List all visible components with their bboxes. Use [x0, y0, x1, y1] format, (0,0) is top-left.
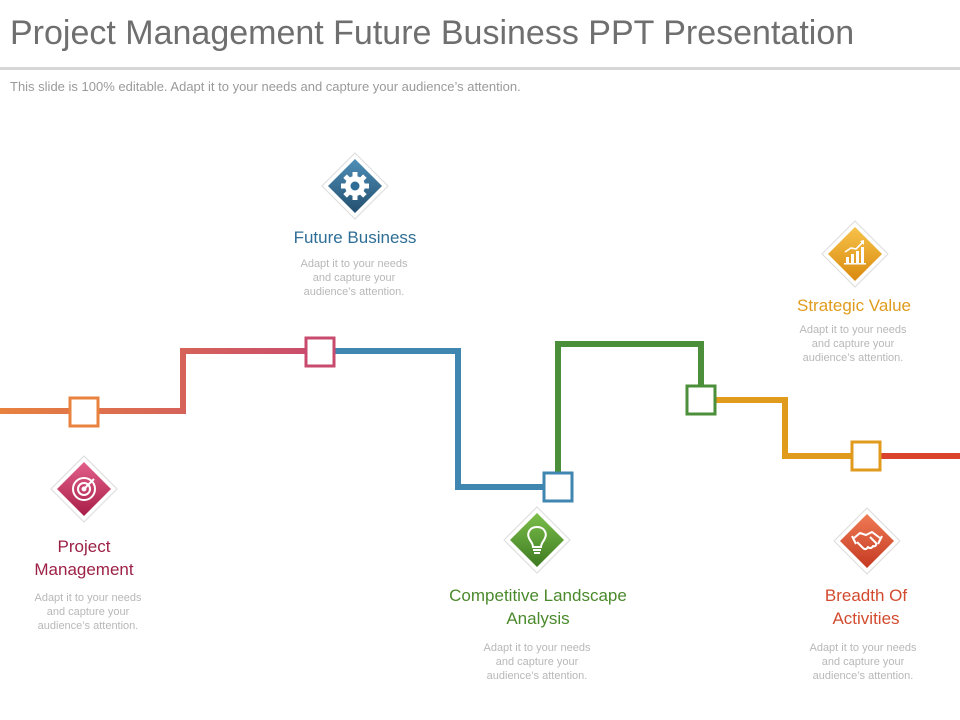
- lightbulb-icon: [527, 525, 547, 554]
- competitive-landscape-icon-badge: [502, 505, 572, 575]
- strategic-value-title: Strategic Value: [796, 296, 912, 315]
- breadth-of-activities-icon-badge: [832, 506, 902, 576]
- gear-icon: [341, 172, 369, 200]
- growth-chart-icon: [844, 240, 866, 265]
- slide-title: Project Management Future Business PPT P…: [10, 14, 855, 52]
- connector-segment-4: [701, 397, 866, 459]
- connector-segment-1: [0, 348, 320, 414]
- connector-segment-3: [555, 341, 704, 487]
- project-management-icon-badge: [49, 454, 119, 524]
- milestone-marker-4: [685, 384, 717, 416]
- future-business-icon-badge: [320, 151, 390, 221]
- milestone-marker-5: [850, 440, 882, 472]
- strategic-value-icon-badge: [820, 219, 890, 289]
- title-divider: [0, 67, 960, 70]
- slide-subtitle: This slide is 100% editable. Adapt it to…: [10, 79, 521, 94]
- future-business-title: Future Business: [293, 228, 417, 247]
- milestone-marker-2: [304, 336, 336, 368]
- target-icon: [72, 477, 96, 501]
- milestone-marker-1: [68, 396, 100, 428]
- connector-segment-2: [320, 348, 558, 490]
- handshake-icon: [851, 531, 883, 551]
- milestone-marker-3: [542, 471, 574, 503]
